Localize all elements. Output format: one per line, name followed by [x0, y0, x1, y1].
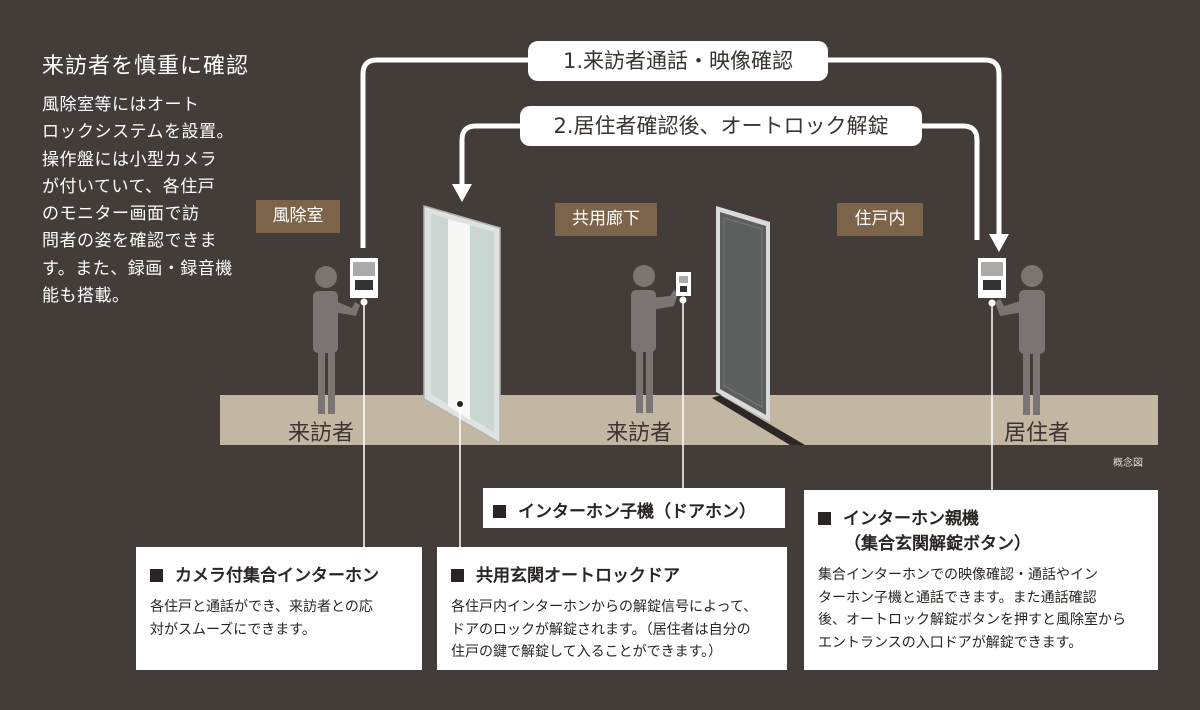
- square-bullet-icon: [150, 569, 163, 582]
- flow-arrow-1-head: [989, 234, 1009, 252]
- floor-label-visitor-2: 来訪者: [606, 421, 673, 446]
- callout-door-phone-title: インターホン子機（ドアホン）: [518, 502, 756, 522]
- callout-master-unit-subtitle: （集合玄関解錠ボタン）: [844, 534, 1031, 554]
- intro-title: 来訪者を慎重に確認: [42, 54, 250, 79]
- square-bullet-icon: [451, 569, 464, 582]
- visitor-figure-2: [631, 265, 678, 413]
- callout-door-phone: インターホン子機（ドアホン）: [483, 488, 785, 528]
- floor-shadow: [712, 395, 805, 445]
- camera-intercom-illustration: [350, 258, 378, 306]
- master-unit-illustration: [978, 258, 1006, 307]
- callout-autolock-door-body: 各住戸内インターホンからの解錠信号によって、 ドアのロックが解錠されます。（居住…: [451, 599, 758, 660]
- concept-note: 概念図: [1113, 458, 1143, 469]
- zone-label-dwelling: 住戸内: [837, 203, 923, 236]
- apartment-door-illustration: [716, 206, 770, 422]
- autolock-door-illustration: [423, 205, 501, 445]
- intro-body: 風除室等にはオート ロックシステムを設置。 操作盤には小型カメラ が付いていて、…: [42, 95, 234, 307]
- visitor-figure-1: [313, 266, 360, 414]
- floor-band: [220, 395, 1158, 445]
- floor-label-visitor-1: 来訪者: [288, 421, 355, 446]
- callout-camera-intercom-body: 各住戸と通話ができ、来訪者との応 対がスムーズにできます。: [150, 599, 373, 638]
- callout-master-unit-body: 集合インターホンでの映像確認・通話やイン ターホン子機と通話できます。また通話確…: [818, 567, 1126, 651]
- callout-autolock-door-title: 共用玄関オートロックドア: [476, 566, 680, 586]
- zone-label-vestibule: 風除室: [256, 200, 340, 233]
- callout-master-unit-title: インターホン親機: [843, 509, 979, 529]
- door-phone-illustration: [676, 272, 691, 304]
- square-bullet-icon: [818, 512, 831, 525]
- floor-label-resident: 居住者: [1004, 421, 1071, 446]
- callout-master-unit: インターホン親機 （集合玄関解錠ボタン） 集合インターホンでの映像確認・通話やイ…: [804, 490, 1158, 670]
- flow-arrow-2-head: [452, 184, 472, 202]
- flow-step-2-label: 2.居住者確認後、オートロック解錠: [520, 106, 922, 146]
- callout-camera-intercom-title: カメラ付集合インターホン: [175, 566, 379, 586]
- square-bullet-icon: [493, 505, 506, 518]
- flow-step-1-label: 1.来訪者通話・映像確認: [528, 41, 828, 81]
- zone-label-corridor: 共用廊下: [555, 203, 657, 236]
- callout-autolock-door: 共用玄関オートロックドア 各住戸内インターホンからの解錠信号によって、 ドアのロ…: [437, 547, 787, 670]
- resident-figure: [995, 265, 1045, 415]
- callout-camera-intercom: カメラ付集合インターホン 各住戸と通話ができ、来訪者との応 対がスムーズにできま…: [136, 547, 422, 670]
